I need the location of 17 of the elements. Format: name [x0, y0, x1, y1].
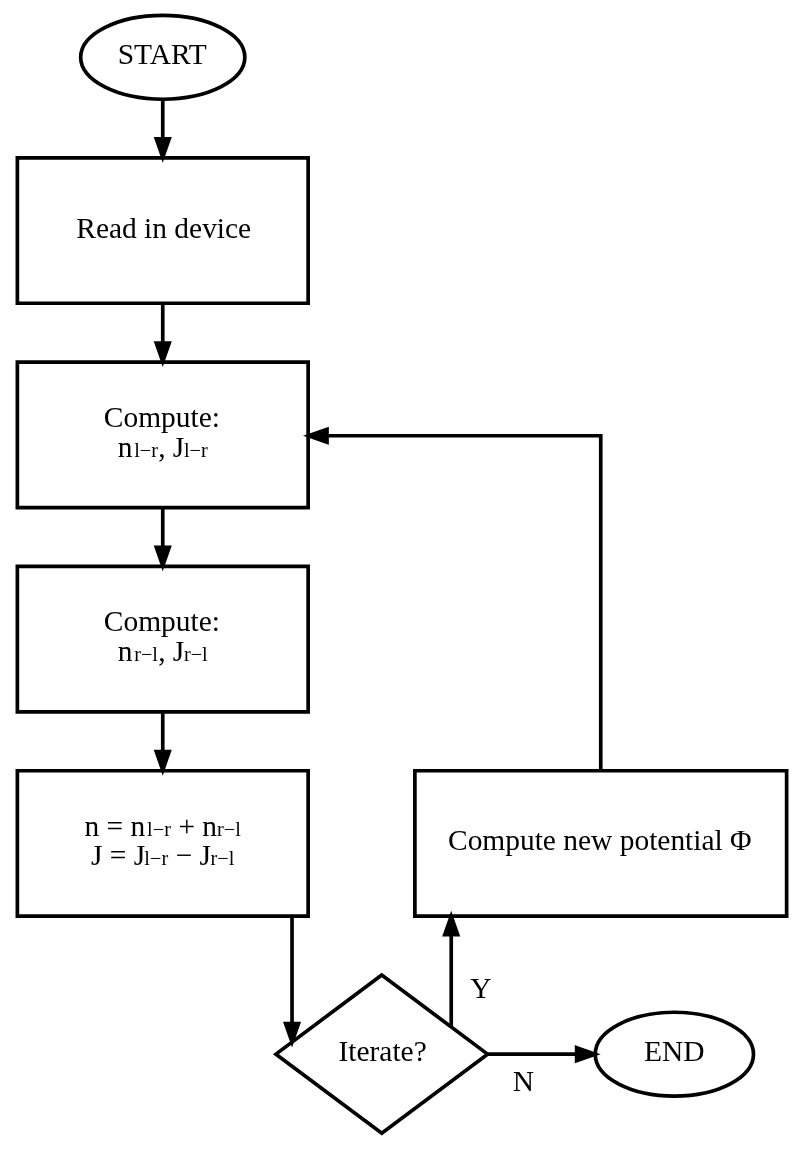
edge-label: N [512, 1064, 534, 1097]
node-ellipse: START [78, 13, 247, 102]
node-ellipse: END [592, 1010, 755, 1098]
node-box: n = nl−r + nr−l J = Jl−r − Jr−l [15, 768, 310, 918]
arrow [153, 303, 172, 368]
arrow [302, 426, 603, 771]
arrow [153, 712, 172, 776]
arrow [441, 910, 460, 1027]
arrow [487, 1045, 601, 1064]
arrow [282, 916, 301, 1048]
node-box: Compute: nr−l, Jr−l [15, 564, 310, 714]
node-box: Compute new potential Φ [412, 768, 788, 918]
node-box: Read in device [15, 156, 310, 306]
arrow [153, 99, 172, 163]
arrow [153, 508, 172, 572]
edge-label: Y [469, 972, 491, 1005]
node-box: Compute: nl−r, Jl−r [15, 360, 310, 510]
